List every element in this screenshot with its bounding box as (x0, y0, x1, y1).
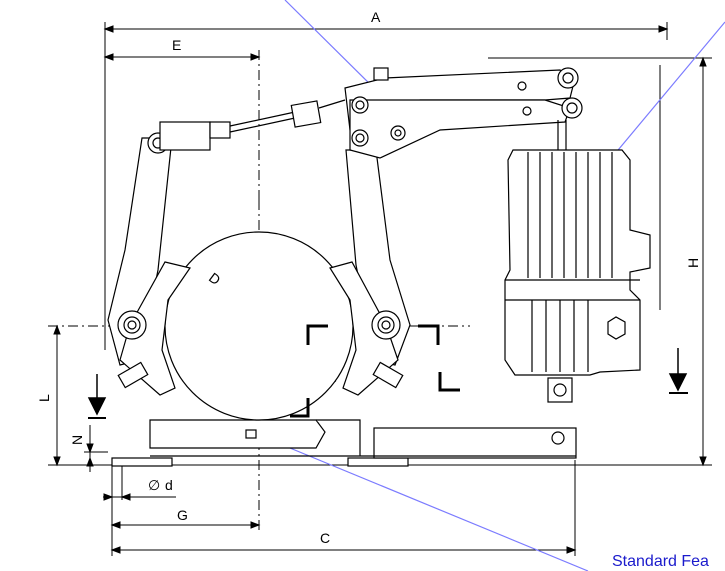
arrow-markers (87, 348, 688, 419)
right-lever-arm (329, 149, 411, 396)
dimension-labels: A E D H L N ∅ d G C (36, 9, 701, 546)
standard-features-link[interactable]: Standard Fea (612, 553, 709, 570)
dim-label-l: L (36, 394, 52, 402)
dim-label-c: C (320, 530, 330, 546)
dim-label-a: A (371, 9, 381, 25)
wear-indicator-marks (290, 324, 460, 418)
top-linkage (344, 67, 583, 159)
dim-label-d-small: d (165, 477, 173, 493)
thruster-unit (504, 120, 651, 445)
dim-label-h: H (685, 258, 701, 268)
base-plate (111, 419, 577, 467)
dim-label-e: E (172, 37, 181, 53)
dim-label-diameter-symbol: ∅ (148, 477, 160, 493)
dim-label-n: N (69, 435, 85, 445)
spring-assembly (159, 99, 346, 151)
dim-label-g: G (177, 507, 188, 523)
